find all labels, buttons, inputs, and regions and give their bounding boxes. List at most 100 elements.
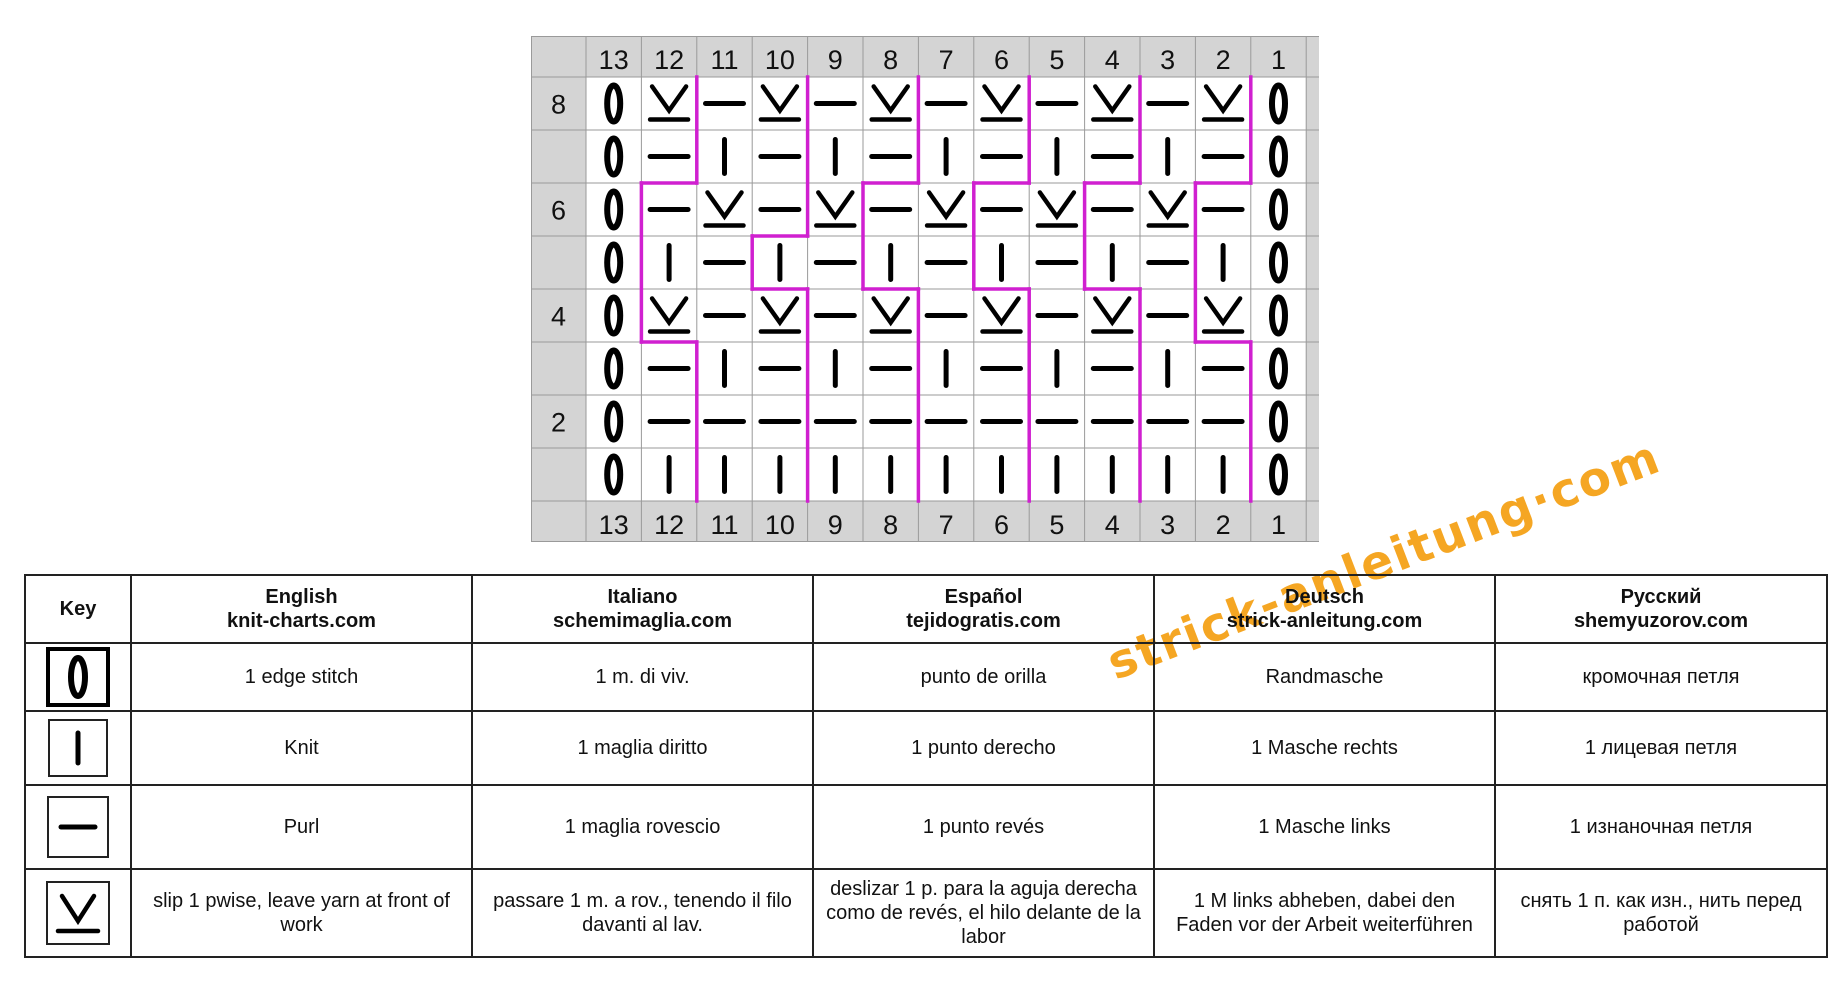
slip-pwise-wyif-icon (46, 881, 110, 945)
column-number-top: 1 (1271, 45, 1286, 75)
key-text-de: 1 Masche rechts (1153, 710, 1496, 786)
column-number-bottom: 13 (599, 510, 629, 540)
slip-symbol (926, 190, 966, 221)
column-number-bottom: 2 (1216, 510, 1231, 540)
column-number-bottom: 3 (1160, 510, 1175, 540)
key-text-de: Randmasche (1153, 642, 1496, 712)
slip-symbol (760, 84, 800, 115)
slip-symbol (1148, 190, 1187, 221)
key-text-de: 1 M links abheben, dabei den Faden vor d… (1153, 868, 1496, 958)
slip-symbol (649, 84, 689, 115)
key-text-it: passare 1 m. a rov., tenendo il filo dav… (471, 868, 814, 958)
column-number-top: 13 (599, 45, 629, 75)
row-number-left: 4 (551, 302, 566, 332)
key-text-es: 1 punto derecho (812, 710, 1155, 786)
edge-stitch-symbol (1269, 294, 1288, 337)
edge-stitch-symbol (604, 82, 624, 125)
edge-stitch-symbol (604, 400, 624, 443)
key-row-purl: Purl 1 maglia rovescio 1 punto revés 1 M… (24, 784, 1828, 870)
edge-stitch-icon (46, 647, 110, 707)
edge-stitch-symbol (1269, 188, 1288, 231)
knitting-chart: 1313121211111010998877665544332211864275… (531, 36, 1319, 542)
row-number-left: 6 (551, 196, 566, 226)
edge-stitch-symbol (1269, 241, 1288, 284)
key-text-es: 1 punto revés (812, 784, 1155, 870)
key-text-en: slip 1 pwise, leave yarn at front of wor… (130, 868, 473, 958)
row-number-left: 8 (551, 90, 566, 120)
column-number-top: 8 (883, 45, 898, 75)
key-text-ru: 1 лицевая петля (1494, 710, 1828, 786)
key-text-it: 1 m. di viv. (471, 642, 814, 712)
edge-stitch-symbol (604, 188, 624, 231)
edge-stitch-symbol (1269, 400, 1288, 443)
chart-border (531, 36, 1319, 542)
key-header-key: Key (24, 574, 132, 644)
key-text-es: deslizar 1 p. para la aguja derecha como… (812, 868, 1155, 958)
edge-stitch-symbol (604, 294, 624, 337)
slip-symbol (816, 190, 855, 221)
column-number-top: 12 (654, 45, 684, 75)
edge-stitch-symbol (604, 347, 624, 390)
column-number-top: 11 (710, 45, 738, 75)
slip-symbol (982, 84, 1021, 115)
column-number-top: 6 (994, 45, 1009, 75)
slip-symbol (1203, 84, 1243, 115)
key-text-en: Knit (130, 710, 473, 786)
column-number-bottom: 8 (883, 510, 898, 540)
key-text-es: punto de orilla (812, 642, 1155, 712)
slip-symbol (760, 296, 800, 327)
column-number-top: 3 (1160, 45, 1175, 75)
column-number-bottom: 4 (1105, 510, 1120, 540)
column-number-top: 10 (765, 45, 795, 75)
column-number-top: 2 (1216, 45, 1231, 75)
column-number-top: 7 (939, 45, 954, 75)
column-number-top: 9 (828, 45, 843, 75)
column-number-bottom: 11 (710, 510, 738, 540)
edge-stitch-symbol (1269, 82, 1288, 125)
column-number-top: 4 (1105, 45, 1120, 75)
key-text-ru: 1 изнаночная петля (1494, 784, 1828, 870)
slip-symbol (871, 84, 910, 115)
key-text-en: 1 edge stitch (130, 642, 473, 712)
edge-stitch-symbol (604, 135, 624, 178)
key-text-de: 1 Masche links (1153, 784, 1496, 870)
key-text-en: Purl (130, 784, 473, 870)
edge-stitch-symbol (1269, 347, 1288, 390)
column-number-bottom: 6 (994, 510, 1009, 540)
key-text-it: 1 maglia rovescio (471, 784, 814, 870)
slip-symbol (1093, 296, 1132, 327)
slip-symbol (705, 190, 744, 221)
slip-symbol (1093, 84, 1132, 115)
column-number-bottom: 12 (654, 510, 684, 540)
edge-stitch-symbol (604, 241, 624, 284)
row-number-left: 2 (551, 408, 566, 438)
column-number-bottom: 5 (1049, 510, 1064, 540)
slip-symbol (982, 296, 1021, 327)
slip-symbol (649, 296, 689, 327)
edge-stitch-symbol (1269, 135, 1288, 178)
key-text-it: 1 maglia diritto (471, 710, 814, 786)
key-row-slip: slip 1 pwise, leave yarn at front of wor… (24, 868, 1828, 958)
column-number-bottom: 7 (939, 510, 954, 540)
column-number-top: 5 (1049, 45, 1064, 75)
slip-symbol (871, 296, 910, 327)
slip-symbol (1037, 190, 1077, 221)
key-row-edge-stitch: 1 edge stitch 1 m. di viv. punto de oril… (24, 642, 1828, 712)
key-text-ru: кромочная петля (1494, 642, 1828, 712)
edge-stitch-symbol (1269, 453, 1288, 496)
column-number-bottom: 1 (1271, 510, 1286, 540)
column-number-bottom: 9 (828, 510, 843, 540)
knit-icon (48, 719, 108, 777)
column-number-bottom: 10 (765, 510, 795, 540)
purl-icon (47, 796, 109, 858)
key-text-ru: снять 1 п. как изн., нить перед работой (1494, 868, 1828, 958)
key-row-knit: Knit 1 maglia diritto 1 punto derecho 1 … (24, 710, 1828, 786)
slip-symbol (1203, 296, 1243, 327)
